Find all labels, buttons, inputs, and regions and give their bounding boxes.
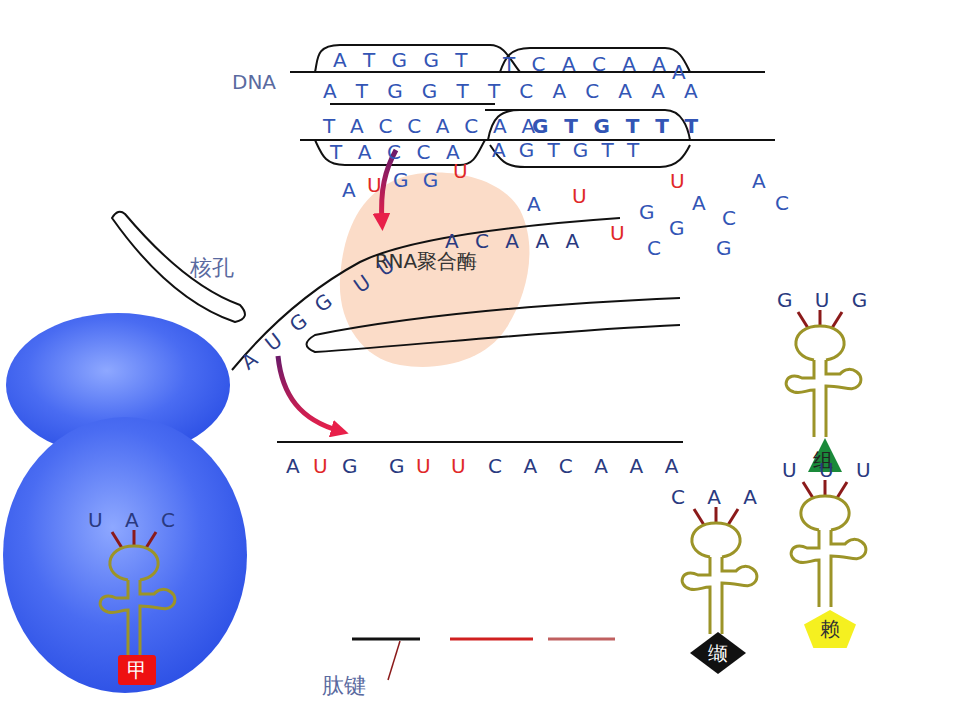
dna-base: A [672,62,686,82]
free-nucleotide: A [752,171,766,191]
dna-bases: G T G T T T [532,116,703,136]
trna [682,507,757,634]
free-nucleotide: U [670,171,685,191]
rna-base: G G [393,170,442,190]
node-text: 组 [813,450,833,470]
anticodon: G U G [777,290,875,310]
codon-bases: C A C A A A [488,456,686,476]
amino-acid-diamond: 缬 [690,632,746,674]
node-outline [808,438,842,472]
ribosome [3,313,247,693]
codon-base: U [313,456,328,476]
free-nucleotide: C [775,193,789,213]
anticodon: C A A [671,487,765,507]
dna-bases: T A C C A C A A [323,116,539,136]
amino-acid-triangle: 组 [808,438,842,472]
trna [786,310,861,437]
mrna-bases: A C A A A [445,231,584,251]
mrna-strand [277,441,683,443]
free-nucleotide: G [639,202,655,222]
free-nucleotide: U [572,186,587,206]
dna-bases: A T G G T T C A C A A A [323,81,704,101]
anticodon: U A C [88,510,183,530]
rna-base: A [342,180,356,200]
amino-acid-box: 甲 [118,655,156,685]
node-text: RNA聚合酶 [375,251,478,271]
nuclear-envelope [112,212,680,352]
codon-base: U U [416,456,473,476]
structure-label: 肽键 [322,675,366,697]
dna-bases: A G T G T T [492,140,643,160]
node-outline [340,173,530,367]
free-nucleotide: C [722,208,736,228]
mrna-strand [232,218,620,370]
anticodon: U U U [782,460,879,480]
node-text: 甲 [127,660,147,680]
structure-label: DNA [232,72,276,92]
dna-bases: A T G G T [333,50,473,70]
trna [791,480,866,607]
enzyme-blob: RNA聚合酶 [336,163,536,375]
amino-acid-pentagon: 赖 [804,610,856,648]
free-nucleotide: A [527,194,541,214]
codon-base: A [286,456,300,476]
rna-base: U [453,161,468,181]
dna-bases: T C A C A A [503,54,671,74]
node-text: 赖 [820,619,840,639]
trna [100,530,175,657]
leader-line [388,641,400,680]
dna-strands [290,45,775,167]
free-nucleotide: G [716,238,732,258]
free-nucleotide: A [692,193,706,213]
node-outline [690,632,746,674]
rna-base: U [367,175,382,195]
structure-label: 核孔 [190,257,234,279]
free-nucleotide: C [647,238,661,258]
process-arrow [382,150,396,222]
node-outline [118,655,156,685]
node-text: 缬 [708,643,728,663]
free-nucleotide: U [610,223,625,243]
peptide-bond-lines [352,639,615,640]
codon-base: G [389,456,405,476]
dna-bases: T A C C A [330,142,464,162]
process-arrow [278,356,340,431]
mrna-bases: A U G G [238,287,340,373]
codon-base: G [342,456,358,476]
node-outline [804,610,856,648]
mrna-bases: U U [350,252,400,296]
free-nucleotide: G [669,218,685,238]
